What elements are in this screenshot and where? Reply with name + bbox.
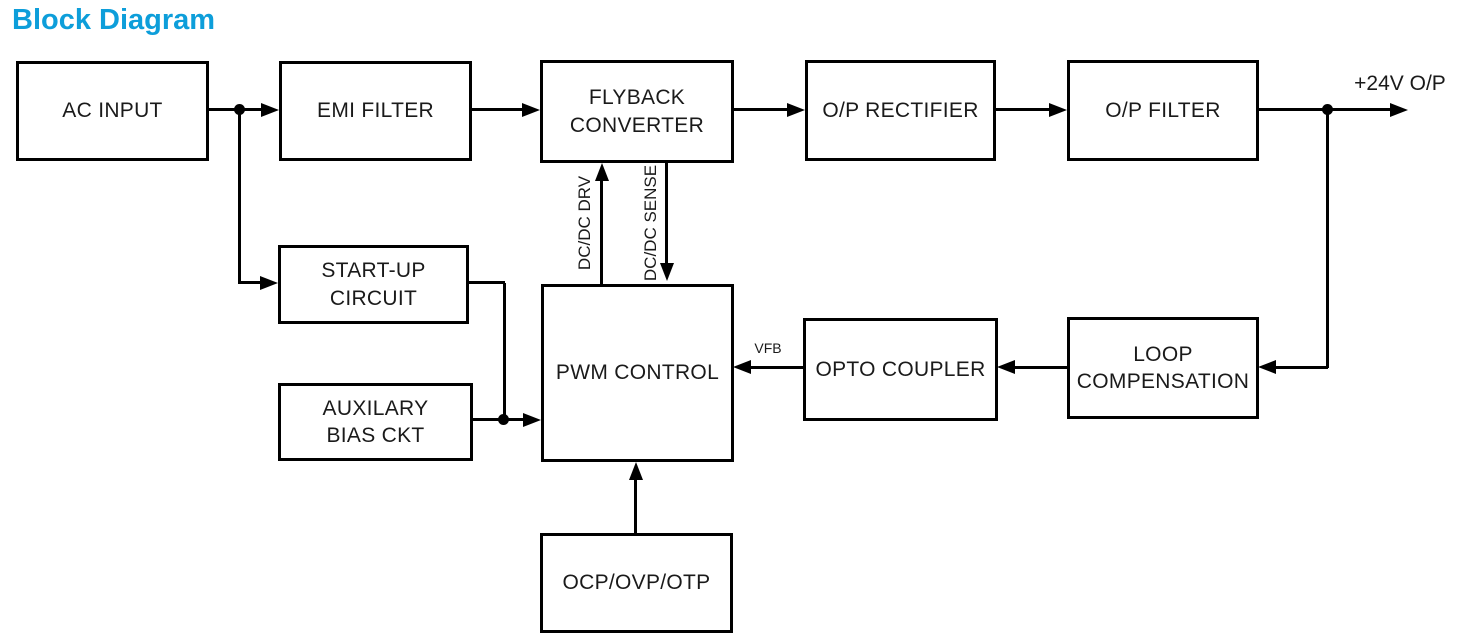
dcdc-drv-label: DC/DC DRV [575,175,594,271]
block-auxilary-bias-ckt-label: AUXILARY BIAS CKT [322,396,429,447]
block-pwm-control-label: PWM CONTROL [555,361,720,385]
connector-branch-to-startup [240,281,264,284]
arrowhead-into-opto [997,360,1015,374]
connector-startup-out [468,281,505,284]
dcdc-sense-label: DC/DC SENSE [641,164,660,282]
block-emi-filter: EMI FILTER [279,61,472,161]
arrowhead-into-loop-comp [1258,360,1276,374]
junction-dot-output [1322,104,1333,115]
arrowhead-dcdc-sense-down [660,263,674,281]
junction-dot-ac-emi [234,104,245,115]
vfb-label: VFB [754,340,782,356]
block-ac-input: AC INPUT [16,61,209,161]
block-start-up-circuit-label: START-UP CIRCUIT [321,259,426,310]
connector-branch-to-loop [1276,366,1328,369]
connector-ocp-to-pwm [634,477,637,533]
connector-aux-to-pwm [472,418,524,421]
arrowhead-into-pwm-right [733,360,751,374]
block-flyback-converter-label: FLYBACK CONVERTER [569,86,705,137]
output-voltage-label: +24V O/P [1354,72,1446,95]
block-op-rectifier-label: O/P RECTIFIER [822,98,979,122]
block-ocp-ovp-otp: OCP/OVP/OTP [540,533,733,633]
block-loop-compensation: LOOP COMPENSATION [1067,317,1259,419]
connector-output-branch-down [1326,110,1329,368]
connector-startup-down [503,283,506,422]
block-op-filter: O/P FILTER [1067,60,1259,161]
block-pwm-control: PWM CONTROL [541,284,734,462]
arrowhead-into-start-up [260,276,278,290]
connector-dcdc-drv [600,170,603,284]
block-auxilary-bias-ckt: AUXILARY BIAS CKT [278,383,473,461]
connector-flyback-to-rectifier [733,108,789,111]
connector-dcdc-sense [665,163,668,264]
block-opto-coupler-label: OPTO COUPLER [815,357,986,381]
block-start-up-circuit: START-UP CIRCUIT [278,245,469,324]
arrowhead-into-op-filter [1049,103,1067,117]
arrowhead-into-flyback [522,103,540,117]
arrowhead-dcdc-drv-up [595,163,609,181]
block-opto-coupler: OPTO COUPLER [803,318,998,421]
arrowhead-into-pwm-bottom [629,462,643,480]
connector-loop-to-opto [1015,366,1067,369]
arrowhead-into-emi-filter [261,103,279,117]
arrowhead-into-op-rectifier [787,103,805,117]
block-flyback-converter: FLYBACK CONVERTER [540,60,734,163]
connector-input-branch-down [238,110,241,284]
connector-rectifier-to-filter [995,108,1051,111]
block-op-filter-label: O/P FILTER [1105,98,1221,122]
page-title: Block Diagram [12,4,216,36]
block-emi-filter-label: EMI FILTER [317,99,434,123]
arrowhead-into-pwm-left [523,413,541,427]
connector-emi-to-flyback [471,108,524,111]
block-ac-input-label: AC INPUT [62,99,163,123]
block-ocp-ovp-otp-label: OCP/OVP/OTP [562,571,711,595]
block-op-rectifier: O/P RECTIFIER [805,60,996,161]
connector-opto-to-pwm [751,366,803,369]
arrowhead-output [1390,103,1408,117]
block-loop-compensation-label: LOOP COMPENSATION [1076,342,1250,393]
